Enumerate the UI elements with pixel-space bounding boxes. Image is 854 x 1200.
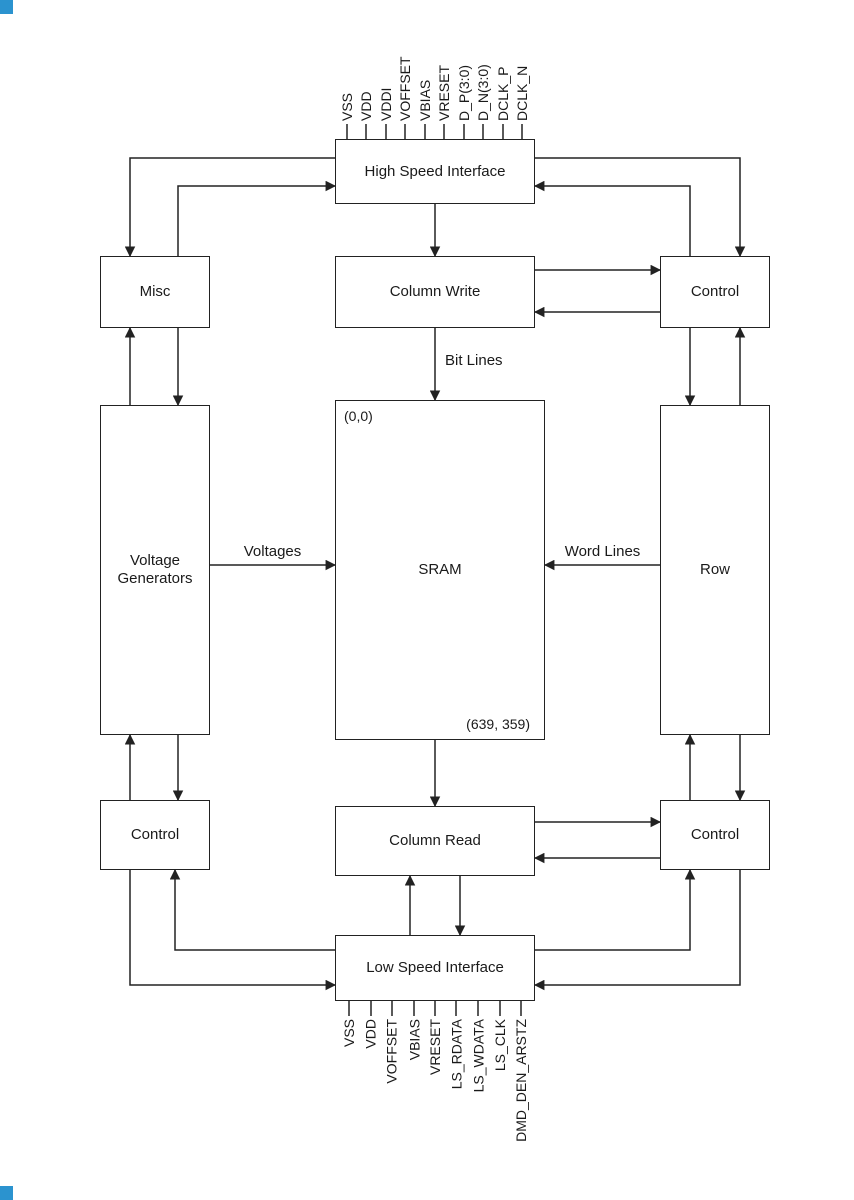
pin-label-top-vss: VSS [339, 92, 355, 121]
pin-label-bottom-dmd-den-arstz: DMD_DEN_ARSTZ [513, 1019, 529, 1142]
sram-extent-coordinate: (639, 359) [466, 716, 530, 732]
block-sram: (0,0) SRAM (639, 359) [335, 400, 545, 740]
connector-hsi-to-misc [124, 157, 335, 258]
bus-label-word-lines: Word Lines [564, 543, 641, 560]
sram-origin-coordinate: (0,0) [344, 408, 373, 424]
top-pin-stems [346, 124, 523, 139]
block-label: High Speed Interface [364, 162, 506, 180]
connector-lsi-to-control-bl [169, 868, 335, 951]
pin-label-bottom-voffset: VOFFSET [384, 1019, 400, 1084]
block-control-bottom-left: Control [100, 800, 210, 870]
pin-label-top-d-n: D_N(3:0) [475, 64, 491, 121]
pin-label-top-dclk-n: DCLK_N [514, 65, 530, 121]
block-high-speed-interface: High Speed Interface [335, 139, 535, 204]
block-low-speed-interface: Low Speed Interface [335, 935, 535, 1001]
block-label: Control [130, 826, 180, 843]
bus-label-voltages: Voltages [243, 543, 302, 560]
block-control-top-right: Control [660, 256, 770, 328]
pin-label-top-dclk-p: DCLK_P [495, 66, 511, 121]
connector-lsi-to-control-br [535, 868, 696, 951]
block-label: Misc [139, 283, 171, 300]
block-label: Control [690, 826, 740, 843]
pin-label-top-vdd: VDD [358, 91, 374, 121]
block-label: Voltage Generators [117, 552, 193, 587]
pin-label-bottom-ls-clk: LS_CLK [492, 1019, 508, 1072]
connector-control-bl-to-lsi [129, 870, 337, 991]
connector-control-br-to-lsi [533, 870, 741, 991]
block-label: Control [690, 283, 740, 300]
block-label: Row [699, 561, 730, 578]
pin-label-top-d-p: D_P(3:0) [456, 64, 472, 121]
block-label: Column Write [389, 283, 481, 300]
block-voltage-generators: Voltage Generators [100, 405, 210, 735]
pin-label-bottom-ls-rdata: LS_RDATA [448, 1019, 464, 1090]
pin-label-bottom-vss: VSS [341, 1019, 357, 1048]
pin-label-top-vddi: VDDI [378, 87, 394, 121]
connector-hsi-to-control-tr [535, 157, 746, 258]
connector-misc-to-hsi [177, 180, 337, 256]
block-label: Column Read [389, 832, 481, 849]
pin-label-bottom-vdd: VDD [363, 1019, 379, 1049]
bottom-pin-stems [348, 1001, 522, 1016]
block-row: Row [660, 405, 770, 735]
block-column-write: Column Write [335, 256, 535, 328]
pin-label-top-vreset: VRESET [436, 64, 452, 121]
bus-label-bit-lines: Bit Lines [445, 352, 503, 369]
pin-label-bottom-vreset: VRESET [427, 1019, 443, 1076]
pin-label-bottom-vbias: VBIAS [406, 1019, 422, 1061]
block-control-bottom-right: Control [660, 800, 770, 870]
block-column-read: Column Read [335, 806, 535, 876]
pin-label-bottom-ls-wdata: LS_WDATA [470, 1019, 486, 1093]
connector-control-tr-to-hsi [533, 180, 691, 256]
page-corner-marker-top [0, 0, 13, 14]
page-corner-marker-bottom [0, 1186, 13, 1200]
pin-label-top-voffset: VOFFSET [397, 56, 413, 121]
block-label: Low Speed Interface [366, 959, 504, 976]
block-label: SRAM [418, 561, 462, 578]
block-misc: Misc [100, 256, 210, 328]
pin-label-top-vbias: VBIAS [417, 79, 433, 121]
